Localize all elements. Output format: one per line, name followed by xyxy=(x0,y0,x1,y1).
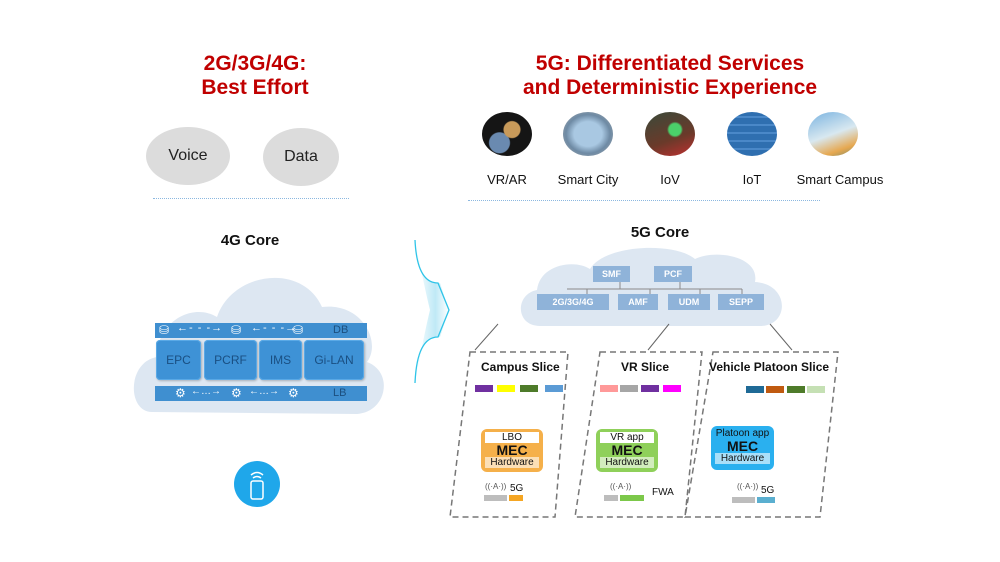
right-title: 5G: Differentiated Services and Determin… xyxy=(470,52,870,100)
color-swatch xyxy=(600,385,618,392)
color-swatch xyxy=(545,385,563,392)
nf-amf: AMF xyxy=(618,294,658,310)
nf-pcrf: PCRF xyxy=(204,340,257,380)
color-swatch xyxy=(620,385,638,392)
database-icon: ⛁ xyxy=(159,323,170,337)
access-bar-vr xyxy=(620,495,644,501)
slice-title-vr: VR Slice xyxy=(621,360,670,374)
nf-smf: SMF xyxy=(593,266,630,282)
service-bubble-voice: Voice xyxy=(146,127,230,185)
lb-bar: ⚙ ←…→ ⚙ ←…→ ⚙ LB xyxy=(155,386,367,401)
hardware-label: Hardware xyxy=(715,453,770,464)
lb-label: LB xyxy=(333,387,347,399)
service-label: Voice xyxy=(168,147,208,164)
iot-photo xyxy=(727,112,777,156)
transport-bar xyxy=(604,495,618,501)
antenna-icon: ((·A·)) xyxy=(737,482,759,491)
iov-photo xyxy=(645,112,695,156)
transport-bar xyxy=(484,495,507,501)
left-title: 2G/3G/4G: Best Effort xyxy=(130,52,380,100)
hardware-label: Hardware xyxy=(600,457,654,468)
color-swatch xyxy=(475,385,493,392)
color-swatch xyxy=(746,386,764,393)
nf-ims: IMS xyxy=(259,340,302,380)
antenna-icon: ((·A·)) xyxy=(485,482,507,491)
service-label: Data xyxy=(284,148,318,165)
divider-right xyxy=(468,200,820,201)
left-title-line2: Best Effort xyxy=(201,76,309,99)
access-label: 5G xyxy=(761,485,775,496)
nf-sepp: SEPP xyxy=(718,294,764,310)
mec-box-vr: VR app MEC Hardware xyxy=(596,429,658,472)
left-title-line1: 2G/3G/4G: xyxy=(203,52,307,75)
sync-arrow-icon: ←- - -→ xyxy=(177,322,224,334)
divider-left xyxy=(153,198,349,199)
mobile-device-wireless-icon xyxy=(234,461,280,507)
database-icon: ⛁ xyxy=(293,323,304,337)
mec-label: MEC xyxy=(611,442,643,458)
nf-gi-lan: Gi-LAN xyxy=(304,340,364,380)
core-5g-title: 5G Core xyxy=(630,224,690,241)
access-bar-platoon xyxy=(757,497,775,503)
database-icon: ⛁ xyxy=(231,323,242,337)
nf-2g3g4g: 2G/3G/4G xyxy=(537,294,609,310)
color-swatch xyxy=(641,385,659,392)
gear-icon: ⚙ xyxy=(231,386,242,400)
right-title-line2: and Deterministic Experience xyxy=(522,76,818,99)
db-bar: ⛁ ←- - -→ ⛁ ←- - -→ ⛁ DB xyxy=(155,322,367,338)
transition-arrow-icon xyxy=(414,239,450,384)
color-swatch xyxy=(807,386,825,393)
core-4g-title: 4G Core xyxy=(220,232,280,249)
mec-label: MEC xyxy=(496,442,528,458)
dotted-arrow-icon: ←…→ xyxy=(191,386,221,397)
service-label-smart-city: Smart City xyxy=(557,172,619,187)
mec-app-label: LBO xyxy=(485,432,539,443)
color-swatch xyxy=(787,386,805,393)
access-label: FWA xyxy=(652,487,674,498)
sync-arrow-icon: ←- - -→ xyxy=(251,322,298,334)
smart-city-photo xyxy=(563,112,613,156)
service-label-iov: IoV xyxy=(660,172,680,187)
mec-app-label: Platoon app xyxy=(715,428,770,439)
color-swatch xyxy=(497,385,515,392)
transport-bar xyxy=(732,497,755,503)
service-label-iot: IoT xyxy=(742,172,762,187)
color-swatch xyxy=(663,385,681,392)
access-label: 5G xyxy=(510,483,524,494)
nf-udm: UDM xyxy=(668,294,710,310)
mec-app-label: VR app xyxy=(600,432,654,443)
db-label: DB xyxy=(333,324,349,336)
mec-box-campus: LBO MEC Hardware xyxy=(481,429,543,472)
gear-icon: ⚙ xyxy=(175,386,186,400)
service-label-vr-ar: VR/AR xyxy=(487,172,527,187)
slice-title-campus: Campus Slice xyxy=(481,360,560,374)
color-swatch xyxy=(766,386,784,393)
vr-ar-photo xyxy=(482,112,532,156)
nf-pcf: PCF xyxy=(654,266,692,282)
antenna-icon: ((·A·)) xyxy=(610,482,632,491)
gear-icon: ⚙ xyxy=(288,386,299,400)
dotted-arrow-icon: ←…→ xyxy=(249,386,279,397)
slice-outlines xyxy=(449,323,839,518)
mec-box-platoon: Platoon app MEC Hardware xyxy=(711,426,774,470)
service-bubble-data: Data xyxy=(263,128,339,186)
access-bar-campus xyxy=(509,495,523,501)
nf-epc: EPC xyxy=(156,340,201,380)
service-label-smart-campus: Smart Campus xyxy=(796,172,884,187)
right-title-line1: 5G: Differentiated Services xyxy=(535,52,805,75)
smart-campus-photo xyxy=(808,112,858,156)
hardware-label: Hardware xyxy=(485,457,539,468)
mec-label: MEC xyxy=(726,438,759,454)
slice-title-vehicle-platoon: Vehicle Platoon Slice xyxy=(709,360,830,374)
color-swatch xyxy=(520,385,538,392)
